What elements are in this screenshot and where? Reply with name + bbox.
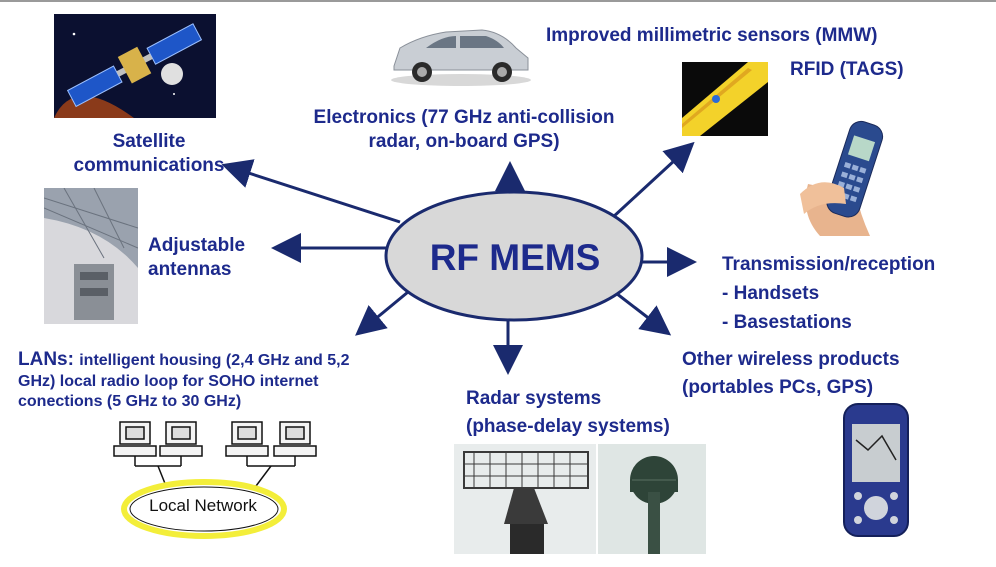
arrow-to-wireless (611, 288, 672, 336)
radome-image (598, 444, 706, 554)
hub-ellipse (384, 190, 644, 322)
label-satellite: Satellite communications (64, 130, 234, 178)
network-ring (121, 479, 287, 539)
label-satellite-line-2: communications (73, 155, 225, 176)
label-lans-heading: LANs: (18, 349, 74, 370)
label-transmission-line-1: Transmission/reception (722, 254, 936, 275)
label-transmission: Transmission/reception - Handsets - Base… (722, 250, 935, 337)
cellphone-image (790, 114, 900, 238)
rfid-tag-image (682, 62, 768, 136)
computers (113, 421, 317, 457)
dish-antenna-image (44, 188, 138, 324)
label-sensors-line-1: Improved millimetric sensors (MMW) (546, 25, 878, 46)
label-antennas: Adjustable antennas (148, 234, 245, 282)
label-antennas-line-1: Adjustable (148, 235, 246, 256)
label-radar-line-2: (phase-delay systems) (466, 416, 670, 437)
label-transmission-line-3: - Basestations (722, 312, 852, 333)
label-sensors-line-2: RFID (TAGS) (790, 59, 904, 80)
label-wireless-line-1: Other wireless products (682, 349, 900, 370)
label-radar: Radar systems (phase-delay systems) (466, 385, 670, 441)
label-transmission-line-2: - Handsets (722, 283, 820, 304)
label-antennas-line-2: antennas (148, 259, 232, 280)
local-network-image (113, 421, 317, 539)
satellite-image (54, 14, 216, 118)
label-lans-line-3: conections (5 GHz to 30 GHz) (18, 393, 242, 410)
label-wireless: Other wireless products (portables PCs, … (682, 346, 900, 402)
label-lans-line-2: GHz) local radio loop for SOHO internet (18, 373, 319, 390)
label-radar-line-1: Radar systems (466, 388, 602, 409)
label-lans: LANs: intelligent housing (2,4 GHz and 5… (18, 348, 349, 412)
hub-label: RF MEMS (429, 237, 601, 278)
label-electronics-line-2: radar, on-board GPS) (368, 131, 560, 152)
top-border (0, 0, 996, 2)
label-satellite-line-1: Satellite (112, 131, 186, 152)
gps-device-image (838, 400, 914, 540)
local-network-label: Local Network (149, 496, 257, 515)
car-image (386, 14, 536, 90)
label-electronics: Electronics (77 GHz anti-collision radar… (290, 106, 638, 154)
arrow-to-lans (355, 290, 409, 336)
label-wireless-line-2: (portables PCs, GPS) (682, 377, 874, 398)
arrow-to-satellite (221, 159, 401, 224)
arrow-to-sensors (610, 141, 695, 220)
radar-array-image (454, 444, 596, 554)
label-lans-line-1: intelligent housing (2,4 GHz and 5,2 (79, 352, 350, 369)
label-electronics-line-1: Electronics (77 GHz anti-collision (313, 107, 615, 128)
